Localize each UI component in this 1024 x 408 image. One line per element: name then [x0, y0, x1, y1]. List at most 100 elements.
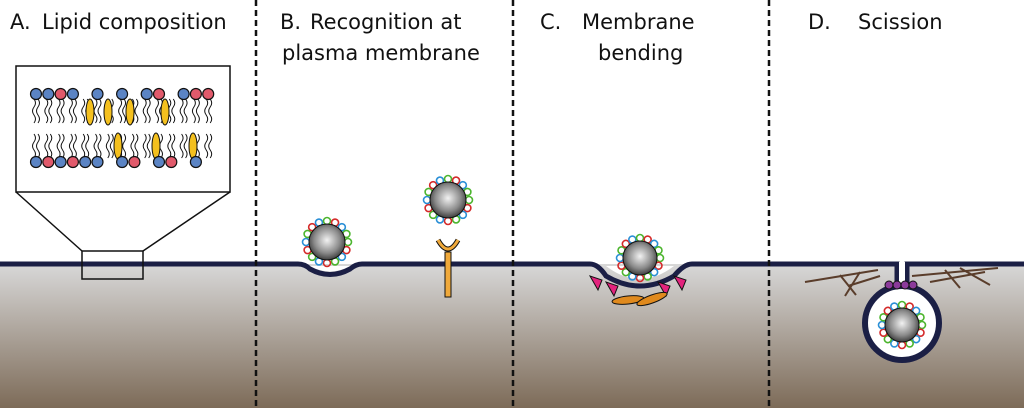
corona-protein — [443, 174, 453, 184]
lipid-tail — [81, 133, 90, 159]
cholesterol — [113, 132, 123, 160]
corona-protein — [301, 237, 311, 247]
corona-protein — [343, 237, 353, 247]
nanoparticle-core — [884, 307, 920, 343]
corona-protein — [458, 180, 468, 190]
inner-lipid-head — [115, 155, 129, 169]
outer-lipid-head — [140, 87, 153, 101]
actin-filament — [911, 267, 999, 277]
corona-protein — [322, 216, 332, 226]
panel-c-title-line1: Membrane — [582, 10, 695, 34]
corona-protein — [649, 239, 659, 249]
lipid-tail — [68, 98, 77, 124]
cholesterol — [125, 98, 135, 126]
panel-a-title: Lipid composition — [42, 10, 227, 34]
cholesterol — [160, 98, 170, 126]
corona-protein — [307, 222, 317, 232]
curvature-spike — [672, 275, 687, 292]
lipid-tail — [32, 98, 40, 124]
corona-protein — [911, 334, 921, 344]
actin-filament — [959, 267, 991, 286]
panel-b-title-line1: Recognition at — [310, 10, 461, 34]
inner-lipid-head — [66, 155, 80, 169]
bar-domain-protein — [636, 291, 668, 307]
lipid-bilayer — [29, 87, 215, 169]
nanoparticle-invaginating — [615, 233, 665, 283]
panel-d-title: Scission — [858, 10, 943, 34]
lipid-tail — [56, 133, 65, 159]
membrane-zoom-region — [81, 250, 144, 280]
shallow-pit-lumen — [310, 266, 350, 272]
bilayer-callout — [15, 65, 231, 280]
actin-filament — [844, 271, 861, 297]
outer-lipid-head — [189, 87, 202, 101]
outer-lipid-head — [202, 87, 215, 101]
nanoparticle-binding — [301, 216, 353, 268]
lipid-tail — [179, 98, 188, 124]
lipid-tail — [142, 98, 151, 124]
lipid-tail — [118, 98, 127, 124]
lipid-tail — [56, 98, 65, 124]
nanoparticle-core — [622, 240, 658, 276]
corona-protein — [883, 306, 893, 316]
inner-lipid-head — [29, 155, 43, 169]
outer-lipid-head — [115, 87, 129, 101]
nanoparticle-core — [308, 223, 346, 261]
cholesterol — [103, 98, 113, 126]
lipid-tail — [44, 98, 53, 124]
lipid-tail — [32, 133, 40, 159]
outer-lipid-head — [29, 87, 43, 101]
panel-c-title-line2: bending — [598, 41, 683, 65]
lipid-tail — [44, 133, 53, 159]
lipid-tail — [130, 133, 139, 159]
panel-a-letter: A. — [10, 10, 31, 34]
curvature-spike — [588, 275, 603, 292]
corona-protein — [655, 253, 665, 263]
lipid-tail — [105, 133, 114, 159]
inner-lipid-head — [42, 155, 55, 169]
outer-lipid-head — [54, 87, 67, 101]
dynamin-ring — [908, 280, 918, 290]
corona-protein — [883, 334, 893, 344]
corona-protein — [337, 252, 347, 262]
outer-lipid-head — [42, 87, 55, 101]
receptor — [435, 238, 461, 298]
corona-protein — [911, 306, 921, 316]
outer-lipid-head — [66, 87, 80, 101]
inner-lipid-head — [79, 155, 92, 169]
receptor-cup — [436, 239, 460, 251]
outer-lipid-head — [177, 87, 190, 101]
lipid-tail — [142, 133, 151, 159]
curvature-spike — [656, 281, 671, 298]
corona-protein — [621, 239, 631, 249]
inner-lipid-head — [91, 155, 104, 169]
corona-protein — [649, 267, 659, 277]
actin-filament — [929, 271, 986, 283]
curvature-spike — [604, 281, 619, 298]
lipid-tail — [179, 133, 188, 159]
corona-protein — [615, 253, 625, 263]
inner-lipid-head — [54, 155, 67, 169]
corona-protein — [458, 210, 468, 220]
lipid-tail — [68, 133, 77, 159]
cholesterol — [151, 132, 161, 160]
outer-lipid-head — [91, 87, 104, 101]
lipid-tail — [93, 133, 102, 159]
dynamin-ring — [900, 280, 910, 290]
panel-b-title-line2: plasma membrane — [282, 41, 480, 65]
dynamin-ring — [892, 280, 902, 290]
panel-c-letter: C. — [540, 10, 561, 34]
corona-protein — [635, 233, 645, 243]
inner-lipid-head — [165, 155, 178, 169]
corona-protein — [428, 180, 438, 190]
actin-filaments — [804, 267, 999, 297]
lipid-tail — [167, 133, 176, 159]
corona-protein — [337, 222, 347, 232]
actin-filament — [944, 269, 961, 289]
lipid-tail — [191, 98, 200, 124]
corona-protein — [464, 195, 474, 205]
corona-protein — [428, 210, 438, 220]
dynamin-ring — [884, 280, 894, 290]
